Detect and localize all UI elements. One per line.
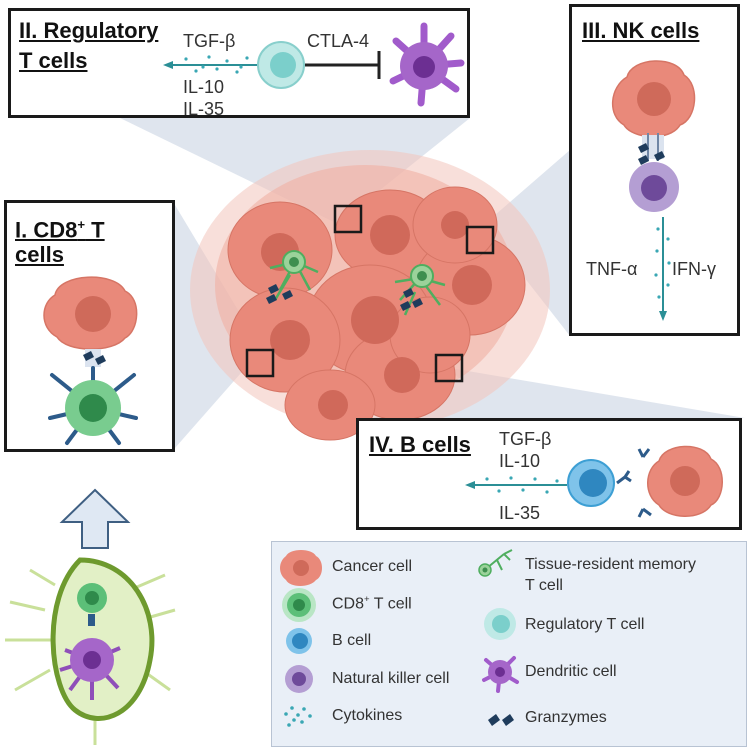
nk-panel-graphics bbox=[611, 60, 696, 321]
cd8-panel-title-line2: cells bbox=[15, 242, 64, 267]
legend: Cancer cell Tissue-resident memory T cel… bbox=[271, 541, 747, 747]
legend-icons bbox=[280, 549, 519, 727]
bcell-tgf-beta-label: TGF-β bbox=[499, 429, 552, 449]
legend-label-trm-line1: Tissue-resident memory bbox=[525, 556, 697, 573]
legend-label-regulatory-t-cell: Regulatory T cell bbox=[525, 616, 645, 633]
legend-dendritic-cell-icon bbox=[482, 656, 519, 693]
panel-regulatory-t-cells: II. Regulatory T cells TGF-β IL-10 IL-35… bbox=[8, 8, 470, 119]
legend-label-nk-cell: Natural killer cell bbox=[332, 670, 450, 687]
nk-panel-title: III. NK cells bbox=[582, 18, 700, 43]
tumor-mass bbox=[190, 150, 550, 441]
ifn-gamma-label: IFN-γ bbox=[672, 259, 716, 279]
regulatory-panel-title-line1: II. Regulatory bbox=[19, 18, 159, 43]
panel-nk-cells: III. NK cells TNF-α IFN-γ bbox=[569, 4, 740, 336]
bcell-panel-graphics bbox=[465, 445, 723, 518]
treg-tgf-beta-label: TGF-β bbox=[183, 31, 236, 51]
dendritic-cell-icon-panel bbox=[389, 22, 465, 107]
legend-label-granzymes: Granzymes bbox=[525, 709, 607, 726]
regulatory-panel-graphics bbox=[163, 22, 465, 107]
legend-label-trm-line2: T cell bbox=[525, 577, 563, 594]
legend-label-cytokines: Cytokines bbox=[332, 707, 403, 724]
ctla4-label: CTLA-4 bbox=[307, 31, 370, 51]
bcell-il35-label: IL-35 bbox=[499, 503, 541, 523]
legend-nk-cell-icon bbox=[285, 665, 313, 693]
bcell-panel-title: IV. B cells bbox=[369, 432, 471, 457]
bcell-il10-label: IL-10 bbox=[499, 451, 541, 471]
regulatory-t-cell-icon bbox=[257, 41, 305, 89]
legend-label-cd8-t-cell: CD8+ T cell bbox=[332, 594, 412, 613]
treg-il10-label: IL-10 bbox=[183, 77, 225, 97]
legend-label-cancer-cell: Cancer cell bbox=[332, 558, 413, 575]
legend-cytokines-icon bbox=[284, 706, 312, 727]
up-arrow bbox=[59, 488, 131, 549]
treg-il35-label: IL-35 bbox=[183, 99, 225, 119]
cd8-panel-title-line1: I. CD8+ T bbox=[15, 217, 105, 243]
legend-b-cell-icon bbox=[286, 628, 312, 654]
legend-label-b-cell: B cell bbox=[332, 632, 372, 649]
tnf-alpha-label: TNF-α bbox=[586, 259, 638, 279]
cd8-panel-graphics bbox=[43, 276, 138, 445]
legend-label-dendritic-cell: Dendritic cell bbox=[525, 663, 617, 680]
regulatory-panel-title-line2: T cells bbox=[19, 48, 88, 73]
legend-cancer-cell-icon bbox=[280, 550, 322, 586]
legend-cd8-t-cell-icon bbox=[282, 588, 316, 622]
lymph-node bbox=[5, 557, 176, 745]
panel-b-cells: IV. B cells TGF-β IL-10 IL-35 bbox=[356, 418, 742, 530]
legend-granzymes-icon bbox=[488, 714, 514, 726]
legend-regulatory-t-cell-icon bbox=[484, 608, 516, 640]
legend-trm-cell-icon bbox=[486, 549, 513, 571]
panel-cd8-t-cells: I. CD8+ T cells bbox=[4, 200, 175, 452]
